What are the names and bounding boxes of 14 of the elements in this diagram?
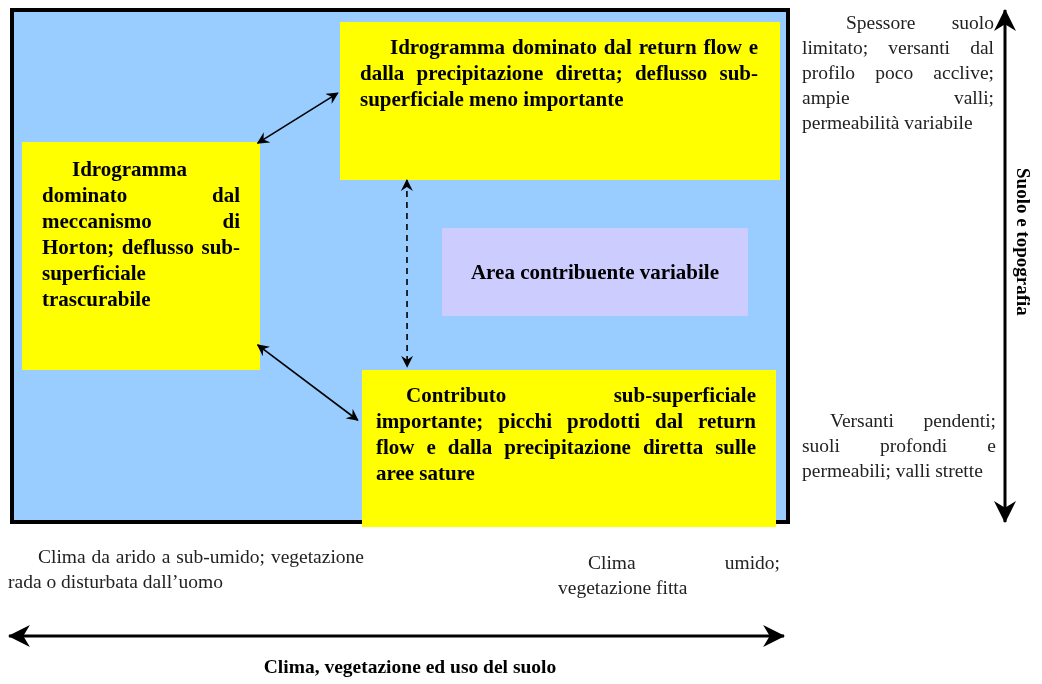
axis-label: Suolo e topografia [1012, 168, 1034, 316]
axis-label: Clima, vegetazione ed uso del suolo [262, 655, 558, 679]
note-text: Versanti pendenti; suoli profondi e permeabili; valli strette [802, 409, 996, 483]
arrow [256, 92, 339, 144]
background-frame [10, 8, 790, 524]
process-box: Idrogramma dominato dal return flow e dalla precipitazione diretta; deflusso sub-superficiale meno importante [340, 22, 780, 180]
note-text: Clima da arido a sub-umido; vegetazione rada o disturbata dall’uomo [8, 545, 364, 594]
note-text: Spessore suolo limitato; versanti dal profilo poco acclive; ampie valli; permeabilità variabile [802, 11, 994, 135]
arrow [400, 179, 414, 368]
process-box: Idrogramma dominato dal meccanismo di Horton; deflusso sub-superficiale trascurabile [22, 142, 260, 370]
process-box: Area contribuente variabile [442, 228, 748, 316]
process-box: Contributo sub-superficiale importante; picchi prodotti dal return flow e dalla precipitazione diretta sulle aree sature [362, 370, 776, 527]
note-text: Clima umido; vegetazione fitta [558, 551, 780, 600]
arrow [256, 344, 359, 422]
